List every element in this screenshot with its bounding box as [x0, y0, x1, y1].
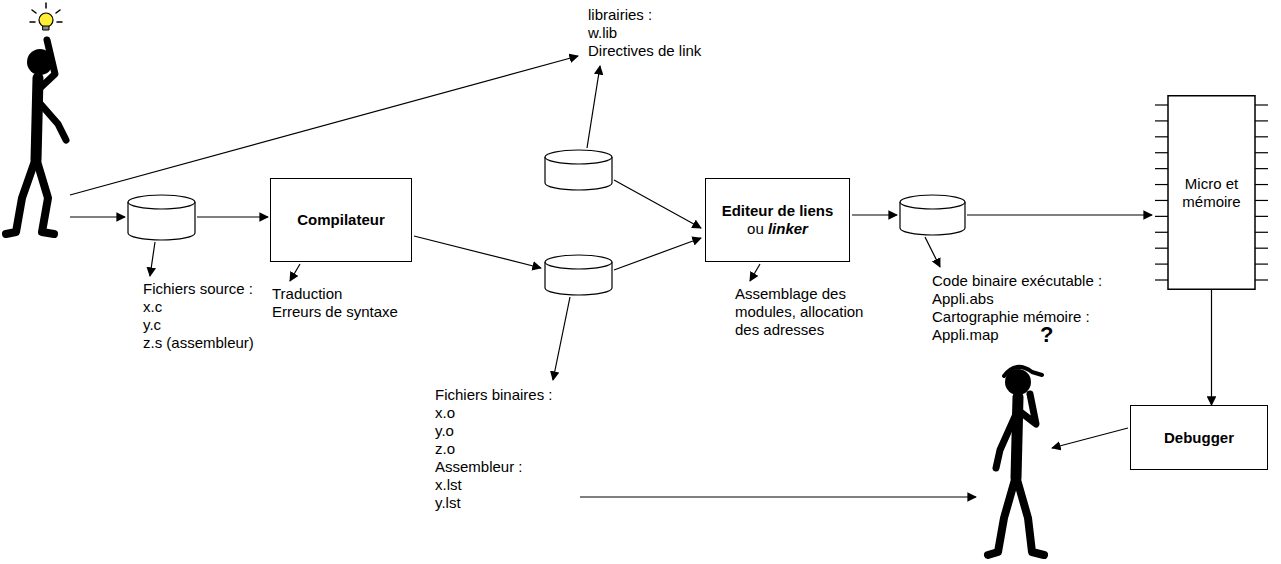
storage-disk	[128, 195, 195, 240]
annotation-text: Assembleur :	[435, 458, 523, 476]
annotation-text: modules, allocation	[735, 303, 863, 321]
node-text: Debugger	[1164, 429, 1234, 447]
annotation-text: des adresses	[735, 321, 824, 339]
annotation-text: y.lst	[435, 494, 461, 512]
annotation-text: Fichiers binaires :	[435, 386, 553, 404]
annotation-text: Directives de link	[588, 42, 701, 60]
annotation-text: x.o	[435, 404, 455, 422]
node-text: Editeur de liens	[722, 202, 834, 220]
storage-disk	[545, 150, 612, 190]
flow-arrow	[70, 56, 1152, 497]
process-box: Editeur de liensou linker	[705, 178, 850, 262]
text-group: Compilateur	[297, 211, 385, 229]
node-text: ou linker	[722, 220, 834, 238]
annotation-text: y.c	[143, 316, 161, 334]
storage-disk	[545, 255, 612, 295]
annotation-text: librairies :	[588, 6, 652, 24]
text-group: Editeur de liensou linker	[722, 202, 834, 238]
node-text: Micro et mémoire	[1173, 175, 1250, 211]
process-box: Debugger	[1130, 405, 1268, 470]
annotation-text: z.o	[435, 440, 455, 458]
annotation-text: Assemblage des	[735, 285, 846, 303]
annotation-text: Traduction	[272, 285, 342, 303]
chip-symbol: Micro et mémoire	[1155, 95, 1268, 290]
process-box: Compilateur	[270, 178, 412, 262]
annotation-text: Fichiers source :	[143, 280, 253, 298]
annotation-text: Erreurs de syntaxe	[272, 303, 398, 321]
confused-person	[988, 367, 1044, 555]
annotation-text: Cartographie mémoire :	[932, 308, 1090, 326]
annotation-text: Appli.map	[932, 326, 999, 344]
leader-arrow	[150, 66, 940, 380]
annotation-text: x.c	[143, 298, 162, 316]
idea-person	[6, 3, 66, 234]
annotation-text: Appli.abs	[932, 290, 994, 308]
question-mark: ?	[1040, 326, 1053, 344]
flow-connector	[1211, 290, 1212, 405]
text-group: Debugger	[1164, 429, 1234, 447]
text-group: Micro et mémoire	[1173, 175, 1250, 211]
annotation-text: x.lst	[435, 476, 462, 494]
storage-disk	[900, 195, 965, 235]
annotation-text: z.s (assembleur)	[143, 334, 254, 352]
annotation-text: y.o	[435, 422, 454, 440]
node-text: Compilateur	[297, 211, 385, 229]
annotation-text: Code binaire exécutable :	[932, 272, 1102, 290]
annotation-text: w.lib	[588, 24, 617, 42]
